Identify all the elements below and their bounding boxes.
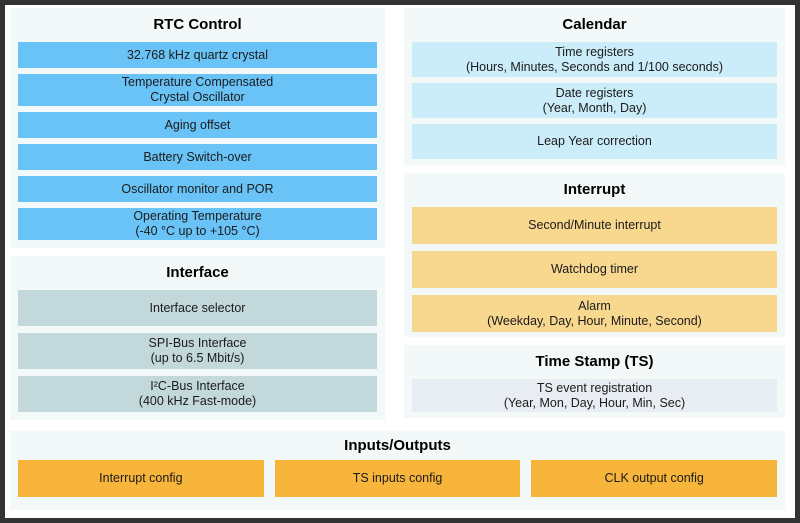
interface-title: Interface: [166, 264, 229, 281]
box-label-line: TS inputs config: [352, 471, 443, 485]
box-label-line: (-40 °C up to +105 °C): [135, 224, 260, 238]
calendar-title: Calendar: [562, 16, 627, 33]
box-oscillator-monitor-por: Oscillator monitor and POR: [18, 176, 377, 202]
box-label-line: (400 kHz Fast-mode): [138, 394, 257, 408]
box-label-line: Watchdog timer: [550, 262, 639, 276]
panel-interface: Interface Interface selector SPI-Bus Int…: [10, 256, 385, 420]
box-label-line: 32.768 kHz quartz crystal: [126, 47, 269, 62]
box-label-line: Interrupt config: [99, 471, 183, 485]
box-spi-bus-interface: SPI-Bus Interface (up to 6.5 Mbit/s): [18, 333, 377, 369]
box-time-registers: Time registers (Hours, Minutes, Seconds …: [412, 42, 777, 77]
box-i2c-bus-interface: I²C-Bus Interface (400 kHz Fast-mode): [18, 376, 377, 412]
box-label-line: Oscillator monitor and POR: [121, 181, 274, 196]
panel-rtc-control: RTC Control 32.768 kHz quartz crystal Te…: [10, 8, 385, 248]
box-alarm: Alarm (Weekday, Day, Hour, Minute, Secon…: [412, 295, 777, 332]
box-label-line: Battery Switch-over: [143, 149, 252, 164]
box-label-line: SPI-Bus Interface: [148, 336, 247, 350]
box-label-line: Second/Minute interrupt: [528, 218, 661, 232]
box-label-line: Leap Year correction: [537, 134, 652, 148]
box-leap-year-correction: Leap Year correction: [412, 124, 777, 159]
box-operating-temperature: Operating Temperature (-40 °C up to +105…: [18, 208, 377, 240]
box-ts-event-registration: TS event registration (Year, Mon, Day, H…: [412, 379, 777, 412]
box-label-line: (Year, Mon, Day, Hour, Min, Sec): [503, 395, 686, 410]
box-label-line: Temperature Compensated: [121, 75, 274, 89]
box-label-line: Aging offset: [164, 117, 231, 132]
box-label-line: (up to 6.5 Mbit/s): [150, 351, 245, 365]
box-second-minute-interrupt: Second/Minute interrupt: [412, 207, 777, 244]
inputs-outputs-title: Inputs/Outputs: [344, 437, 451, 454]
box-label-line: Date registers: [555, 85, 634, 100]
box-label-line: TS event registration: [536, 380, 653, 395]
interrupt-title: Interrupt: [563, 181, 626, 198]
box-label-line: I²C-Bus Interface: [150, 379, 245, 393]
box-clk-output-config: CLK output config: [531, 460, 778, 497]
box-label-line: Interface selector: [149, 300, 246, 315]
box-interrupt-config: Interrupt config: [18, 460, 264, 497]
box-label-line: (Weekday, Day, Hour, Minute, Second): [487, 313, 702, 328]
panel-inputs-outputs: Inputs/Outputs Interrupt config TS input…: [10, 431, 785, 510]
box-tcxo: Temperature Compensated Crystal Oscillat…: [18, 74, 377, 106]
box-label-line: Alarm: [578, 298, 611, 313]
box-label-line: Operating Temperature: [133, 209, 262, 223]
box-label-line: Time registers: [555, 44, 634, 59]
box-date-registers: Date registers (Year, Month, Day): [412, 83, 777, 118]
box-watchdog-timer: Watchdog timer: [412, 251, 777, 288]
box-label-line: (Year, Month, Day): [542, 100, 647, 115]
box-label-line: Crystal Oscillator: [150, 90, 245, 104]
rtc-control-title: RTC Control: [153, 16, 242, 33]
box-battery-switchover: Battery Switch-over: [18, 144, 377, 170]
panel-calendar: Calendar Time registers (Hours, Minutes,…: [404, 8, 785, 165]
box-label-line: CLK output config: [604, 471, 704, 485]
box-quartz-crystal: 32.768 kHz quartz crystal: [18, 42, 377, 68]
io-box-row: Interrupt config TS inputs config CLK ou…: [18, 460, 778, 497]
box-label-line: (Hours, Minutes, Seconds and 1/100 secon…: [465, 59, 724, 74]
box-ts-inputs-config: TS inputs config: [274, 460, 521, 497]
panel-interrupt: Interrupt Second/Minute interrupt Watchd…: [404, 173, 785, 337]
time-stamp-title: Time Stamp (TS): [535, 353, 654, 370]
box-interface-selector: Interface selector: [18, 290, 377, 326]
box-aging-offset: Aging offset: [18, 112, 377, 138]
panel-time-stamp: Time Stamp (TS) TS event registration (Y…: [404, 345, 785, 418]
